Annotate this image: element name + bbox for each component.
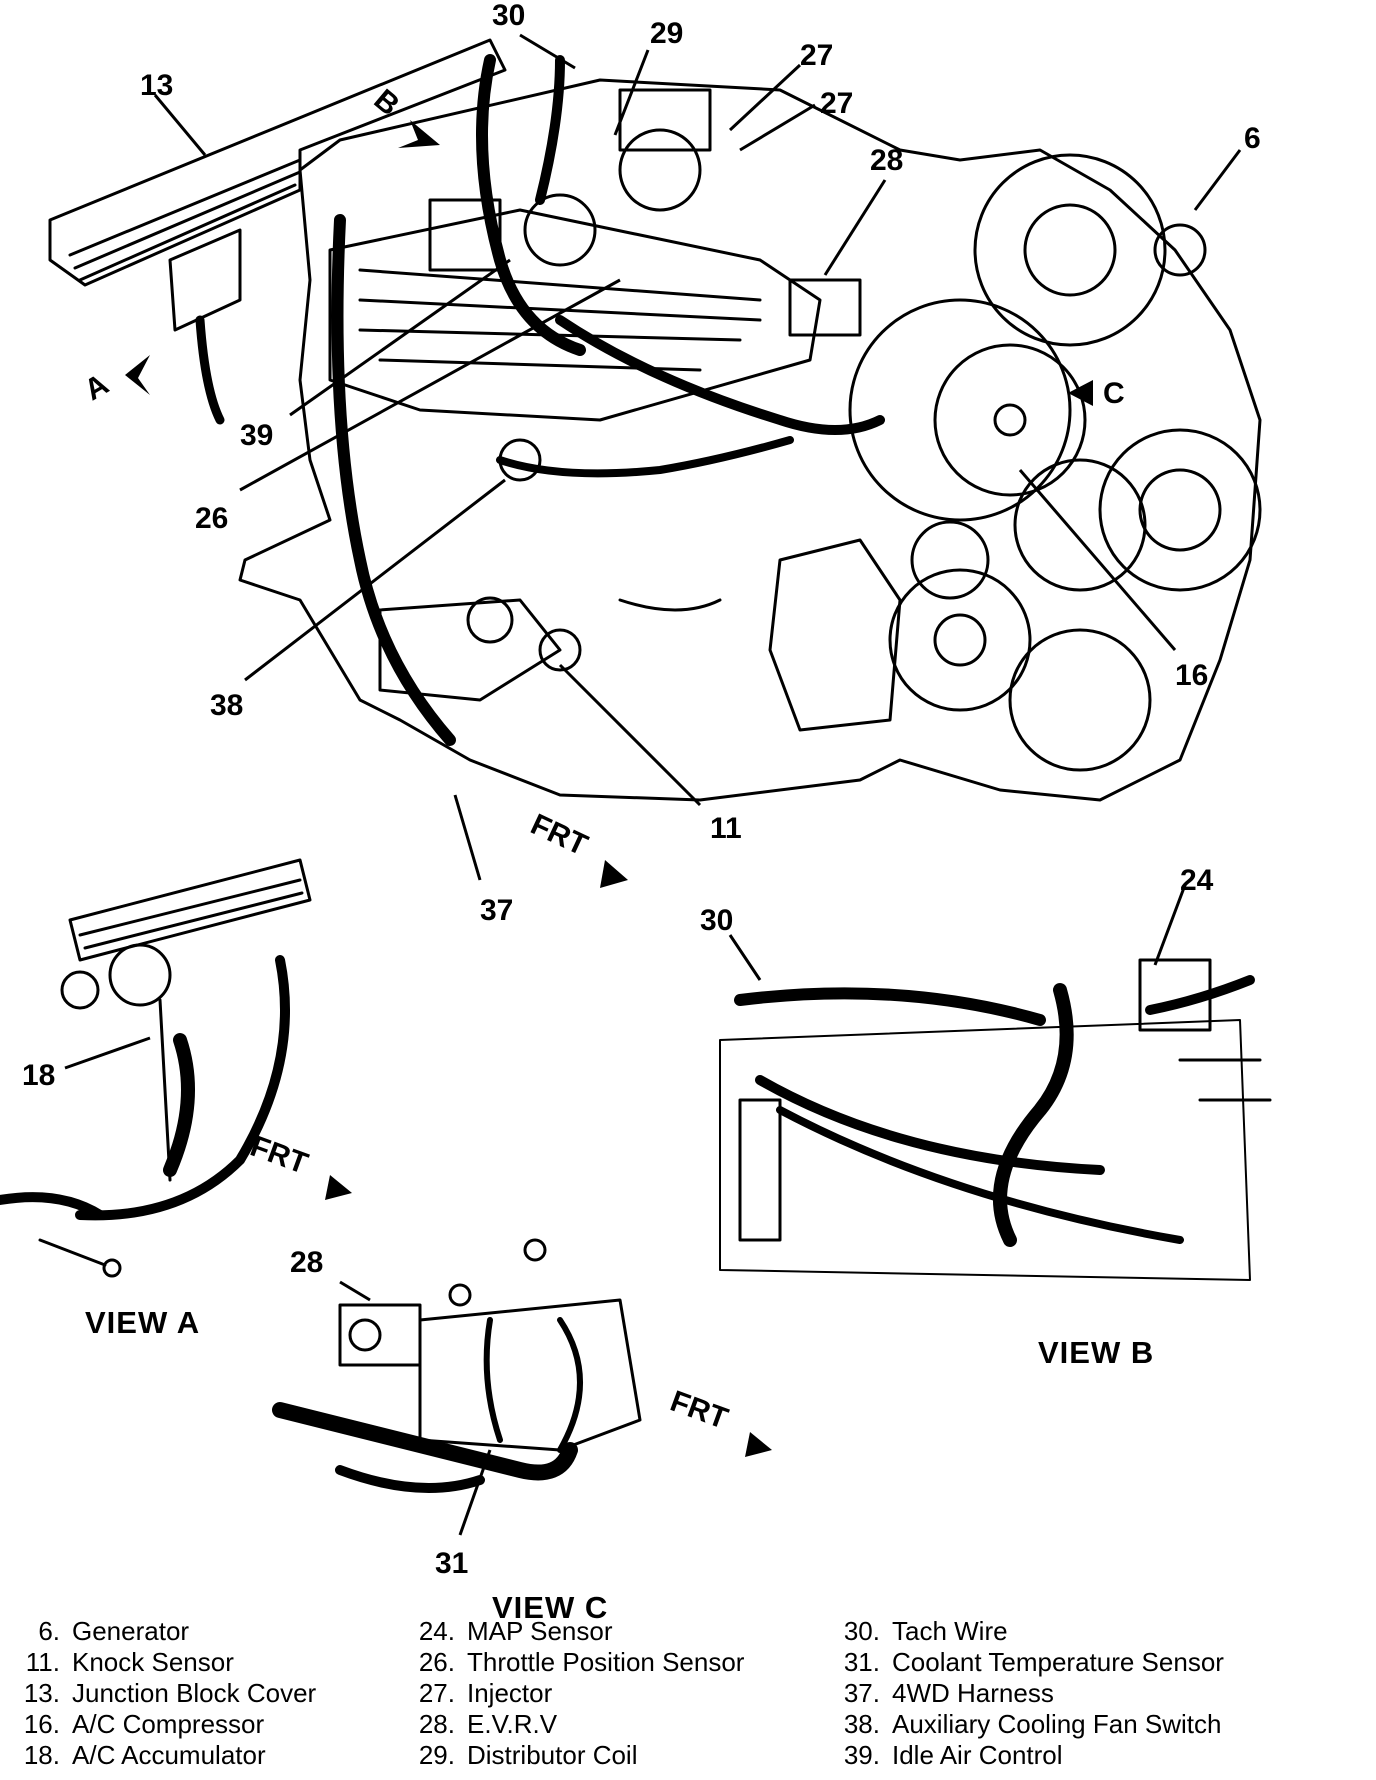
legend-column-1: 6.Generator 11.Knock Sensor 13.Junction …	[0, 1616, 316, 1771]
callout-26: 26	[195, 502, 228, 535]
callout-6: 6	[1244, 122, 1261, 155]
frt-arrow-view-a-icon	[325, 1175, 352, 1200]
callout-28-top: 28	[870, 144, 903, 177]
leader-27a	[728, 63, 802, 132]
callout-28-view-c: 28	[290, 1246, 323, 1279]
leader-6	[1193, 149, 1242, 211]
leader-11	[558, 663, 702, 807]
view-b-label: VIEW B	[1038, 1335, 1154, 1370]
view-a-illustration	[0, 858, 312, 1278]
leader-38	[244, 478, 506, 682]
leader-16	[1018, 469, 1177, 651]
callout-31: 31	[435, 1547, 468, 1580]
legend-item: 31.Coolant Temperature Sensor	[843, 1647, 1224, 1677]
view-arrow-c-icon	[1068, 380, 1093, 406]
view-arrow-a-label: A	[79, 368, 114, 407]
callout-38: 38	[210, 689, 243, 722]
callout-11: 11	[710, 812, 742, 845]
legend: 6.Generator 11.Knock Sensor 13.Junction …	[0, 1616, 1376, 1776]
leader-28-c	[339, 1280, 371, 1302]
legend-item: 29.Distributor Coil	[418, 1740, 638, 1770]
main-engine-view	[48, 38, 1262, 802]
callout-30-view-b: 30	[700, 904, 733, 937]
callout-27-a: 27	[800, 39, 833, 72]
legend-item: 16.A/C Compressor	[23, 1709, 265, 1739]
frt-arrow-main-icon	[600, 860, 628, 888]
callout-24: 24	[1180, 864, 1214, 897]
callout-27-b: 27	[820, 87, 853, 120]
leader-30-b	[728, 934, 762, 981]
leader-29	[613, 49, 650, 136]
legend-item: 24.MAP Sensor	[418, 1616, 613, 1646]
callouts: 30 29 27 27 28 6 13 39 26 16 38 11 37 24…	[22, 0, 1261, 1580]
view-arrow-a-icon	[125, 355, 150, 395]
legend-item: 38.Auxiliary Cooling Fan Switch	[843, 1709, 1222, 1739]
frt-label-view-c: FRT	[666, 1385, 732, 1436]
legend-item: 18.A/C Accumulator	[23, 1740, 266, 1770]
callout-29: 29	[650, 17, 683, 50]
legend-item: 30.Tach Wire	[843, 1616, 1008, 1646]
legend-item: 13.Junction Block Cover	[23, 1678, 317, 1708]
view-arrow-b-icon	[398, 120, 440, 148]
leader-30-top	[519, 33, 576, 70]
leader-13	[153, 94, 207, 156]
legend-item: 27.Injector	[418, 1678, 553, 1708]
legend-column-3: 30.Tach Wire 31.Coolant Temperature Sens…	[820, 1616, 1224, 1771]
view-c-label: VIEW C	[492, 1590, 608, 1625]
legend-item: 28.E.V.R.V	[418, 1709, 558, 1739]
frt-arrow-view-c-icon	[745, 1432, 772, 1457]
leader-27b	[739, 103, 816, 152]
legend-item: 26.Throttle Position Sensor	[418, 1647, 745, 1677]
callout-30-top: 30	[492, 0, 525, 32]
leader-28-top	[823, 179, 887, 276]
legend-item: 11.Knock Sensor	[25, 1647, 234, 1677]
legend-column-2: 24.MAP Sensor 26.Throttle Position Senso…	[395, 1616, 745, 1771]
view-a-label: VIEW A	[85, 1305, 200, 1340]
view-labels: VIEW A VIEW B VIEW C	[85, 1305, 1154, 1625]
callout-18: 18	[22, 1059, 55, 1092]
legend-item: 39.Idle Air Control	[843, 1740, 1063, 1770]
leader-24	[1153, 884, 1187, 966]
callout-13: 13	[140, 69, 173, 102]
view-arrow-c-label: C	[1103, 377, 1125, 410]
leader-26	[239, 278, 621, 492]
view-b-illustration	[719, 958, 1272, 1281]
callout-37: 37	[480, 894, 513, 927]
legend-item: 37.4WD Harness	[843, 1678, 1054, 1708]
leader-39	[289, 258, 511, 417]
frt-label-main: FRT	[526, 808, 593, 863]
leader-18	[64, 1036, 151, 1070]
callout-39: 39	[240, 419, 273, 452]
legend-item: 6.Generator	[38, 1616, 190, 1646]
leader-37	[453, 794, 482, 881]
view-c-illustration	[272, 1238, 642, 1493]
callout-16: 16	[1175, 659, 1208, 692]
view-arrows: A B C	[79, 83, 1125, 410]
